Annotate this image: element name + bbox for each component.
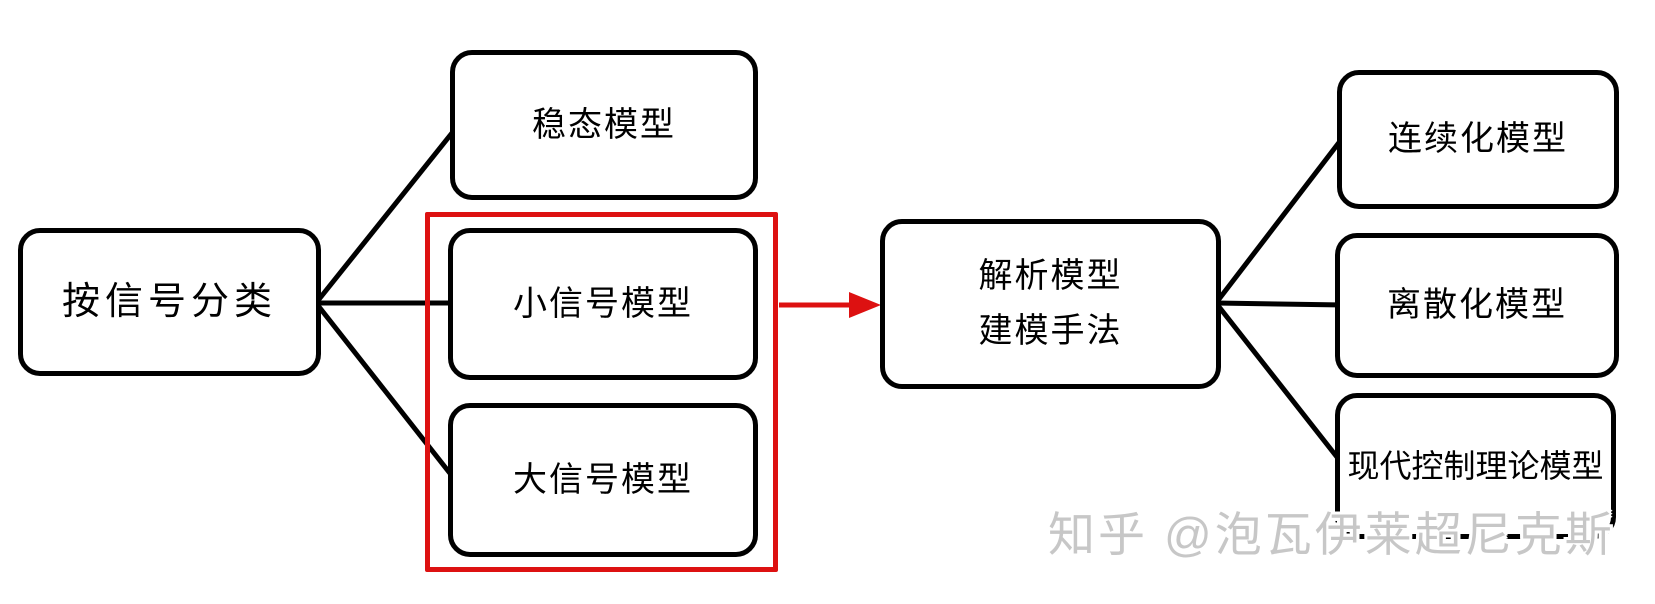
node-label: 现代控制理论模型 (1347, 447, 1604, 484)
node-label: 离散化模型 (1387, 286, 1567, 324)
node-label: 按信号分类 (61, 280, 277, 323)
edge-center-to-discrete (1215, 300, 1345, 308)
node-large-signal-model: 大信号模型 (448, 403, 758, 557)
node-label: 稳态模型 (532, 105, 676, 144)
edge-center-to-continuous (1214, 134, 1346, 305)
node-continuous-model: 连续化模型 (1337, 70, 1619, 209)
node-small-signal-model: 小信号模型 (448, 228, 758, 380)
node-label: 连续化模型 (1388, 120, 1568, 158)
node-modern-control-theory-model: 现代控制理论模型 (1335, 393, 1616, 539)
node-steady-state-model: 稳态模型 (450, 50, 758, 200)
node-label: 大信号模型 (513, 460, 693, 499)
edge-root-to-steady (314, 126, 458, 305)
red-highlight-rectangle (425, 212, 778, 572)
watermark-text: 知乎 @泡瓦伊莱超尼克斯 (1048, 508, 1615, 561)
node-by-signal-classification: 按信号分类 (18, 228, 321, 376)
node-label-line2: 建模手法 (978, 312, 1123, 350)
node-analytical-modeling-method: 解析模型 建模手法 (880, 219, 1221, 389)
node-discretized-model: 离散化模型 (1335, 233, 1619, 378)
edge-root-to-large (314, 301, 458, 483)
node-label-line1: 解析模型 (978, 257, 1123, 295)
red-arrow-head-icon (849, 292, 881, 318)
edge-center-to-modern (1214, 301, 1346, 468)
node-label: 小信号模型 (513, 284, 693, 323)
